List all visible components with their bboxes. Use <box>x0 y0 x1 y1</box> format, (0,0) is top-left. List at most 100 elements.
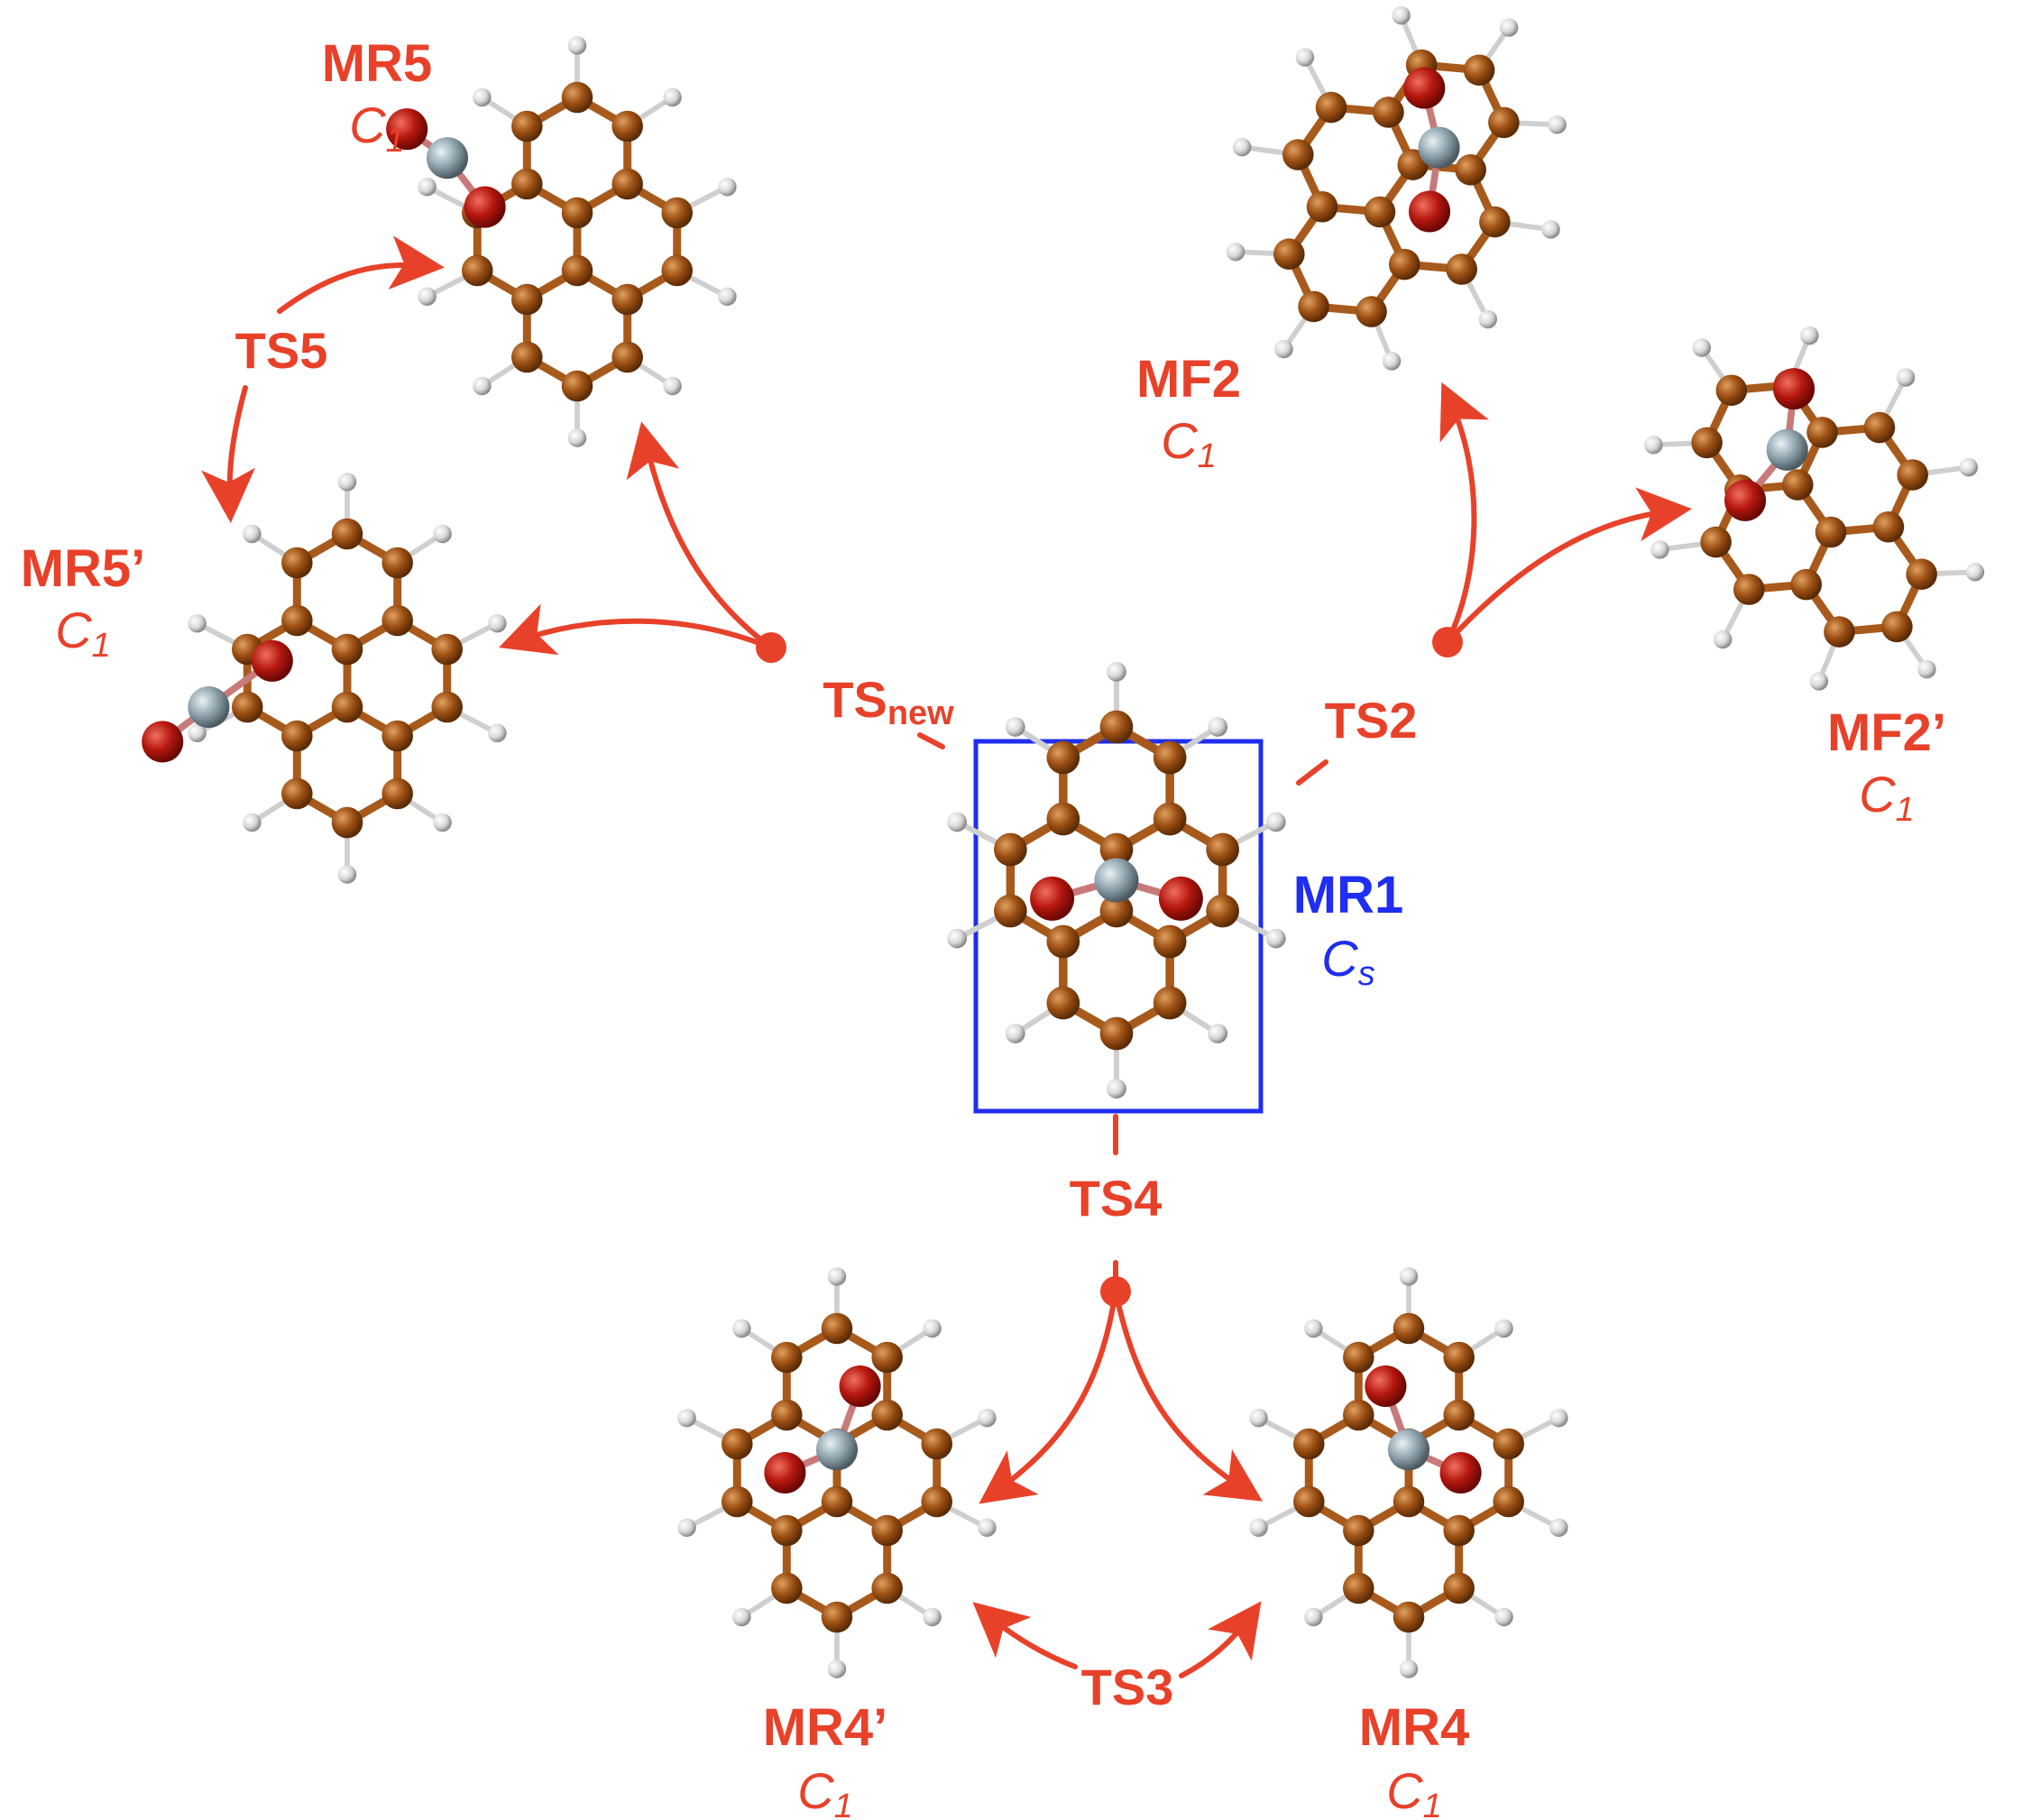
carbon-atom <box>871 1514 903 1547</box>
carbon-atom <box>1488 106 1520 139</box>
carbon-atom <box>611 110 643 142</box>
carbon-atom <box>381 777 413 810</box>
hydrogen-atom <box>1478 309 1498 329</box>
hydrogen-atom <box>1399 1267 1419 1286</box>
label-mf2p-sym: C1 <box>1859 766 1915 829</box>
carbon-atom <box>1373 97 1404 128</box>
molecule-mf2p <box>1644 326 1985 691</box>
label-mr5-sym: C1 <box>349 97 405 160</box>
hydrogen-atom <box>663 87 682 107</box>
carbon-atom <box>1455 154 1486 186</box>
hydrogen-atom <box>923 1607 942 1627</box>
metal-atom <box>815 1429 859 1471</box>
carbon-atom <box>1046 802 1080 836</box>
hydrogen-atom <box>1265 812 1286 832</box>
label-ts4: TS4 <box>1070 1170 1163 1227</box>
carbon-atom <box>1099 832 1134 867</box>
junction-ts4 <box>1100 1276 1131 1307</box>
carbon-atom <box>1356 296 1387 327</box>
hydrogen-atom <box>1249 1408 1268 1428</box>
hydrogen-atom <box>732 1607 751 1627</box>
label-mr1-symmetry-sub: s <box>1358 955 1375 993</box>
carbon-atom <box>281 547 313 579</box>
oxygen-atom <box>251 639 293 682</box>
carbon-atom <box>611 283 643 316</box>
carbon-atom <box>331 633 363 666</box>
carbon-atom <box>281 777 313 810</box>
metal-atom <box>1094 858 1139 903</box>
hydrogen-atom <box>732 1319 751 1338</box>
hydrogen-atom <box>1494 1319 1513 1338</box>
carbon-atom <box>1364 196 1396 228</box>
carbon-atom <box>1153 740 1187 775</box>
label-mr5-name: MR5 <box>322 34 432 93</box>
hydrogen-atom <box>243 813 262 832</box>
carbon-atom <box>1153 986 1187 1020</box>
carbon-atom <box>1343 1514 1374 1547</box>
carbon-atom <box>661 254 693 287</box>
carbon-atom <box>1099 710 1134 744</box>
carbon-atom <box>331 691 363 723</box>
hydrogen-atom <box>567 428 587 447</box>
carbon-atom <box>1206 894 1239 928</box>
label-mr4p-sym: C1 <box>797 1762 853 1820</box>
hydrogen-atom <box>243 524 262 544</box>
carbon-atom <box>1443 1399 1475 1431</box>
carbon-atom <box>1715 374 1748 407</box>
carbon-atom <box>994 832 1027 867</box>
molecule-mr5p <box>142 473 507 884</box>
carbon-atom <box>1782 469 1814 501</box>
oxygen-atom <box>1409 190 1451 233</box>
carbon-atom <box>1733 574 1765 605</box>
carbon-atom <box>1099 1016 1134 1051</box>
hydrogen-atom <box>1107 661 1126 682</box>
oxygen-atom <box>386 108 428 151</box>
hydrogen-atom <box>1005 717 1025 737</box>
metal-atom <box>426 137 469 179</box>
hydrogen-atom <box>947 812 968 832</box>
hydrogen-atom <box>188 613 207 633</box>
carbon-atom <box>611 341 643 373</box>
hydrogen-atom <box>567 36 587 55</box>
hydrogen-atom <box>978 1408 997 1428</box>
carbon-atom <box>1700 526 1732 558</box>
carbon-atom <box>1293 1428 1325 1460</box>
hydrogen-atom <box>1809 672 1829 691</box>
transition-state-labels: TS5 TSnew TS2 TS4 TS3 <box>235 322 1418 1715</box>
carbon-atom <box>561 370 593 402</box>
hydrogen-atom <box>433 813 452 832</box>
carbon-atom <box>1343 1399 1374 1431</box>
label-ts2: TS2 <box>1325 692 1418 749</box>
carbon-atom <box>561 254 593 287</box>
molecule-mr5 <box>386 36 737 447</box>
hydrogen-atom <box>1232 137 1252 157</box>
oxygen-atom <box>1724 479 1767 521</box>
hydrogen-atom <box>418 177 437 197</box>
carbon-atom <box>1790 568 1823 601</box>
carbon-atom <box>1443 1572 1475 1604</box>
hydrogen-atom <box>1304 1319 1323 1338</box>
hydrogen-atom <box>827 1659 847 1678</box>
oxygen-atom <box>1439 1451 1482 1494</box>
carbon-atom <box>1099 894 1134 928</box>
carbon-atom <box>721 1485 753 1518</box>
carbon-atom <box>1343 1341 1374 1374</box>
hydrogen-atom <box>1896 368 1916 387</box>
path-mr1-tsnew <box>917 732 945 749</box>
carbon-atom <box>1046 986 1080 1020</box>
carbon-atom <box>281 604 313 637</box>
carbon-atom <box>331 518 363 550</box>
carbon-atom <box>1392 1312 1425 1345</box>
label-tsnew: TSnew <box>823 671 954 732</box>
hydrogen-atom <box>337 865 357 884</box>
hydrogen-atom <box>827 1267 847 1286</box>
hydrogen-atom <box>1274 339 1293 359</box>
carbon-atom <box>1443 1341 1475 1374</box>
arrow-ts3-mr4p <box>972 1602 1078 1669</box>
hydrogen-atom <box>663 376 682 396</box>
arrow-tsnew-mr5 <box>626 421 774 650</box>
arrow-tsnew-mr5p <box>499 603 774 656</box>
hydrogen-atom <box>473 87 492 107</box>
hydrogen-atom <box>947 928 968 949</box>
hydrogen-atom <box>1005 1024 1025 1043</box>
